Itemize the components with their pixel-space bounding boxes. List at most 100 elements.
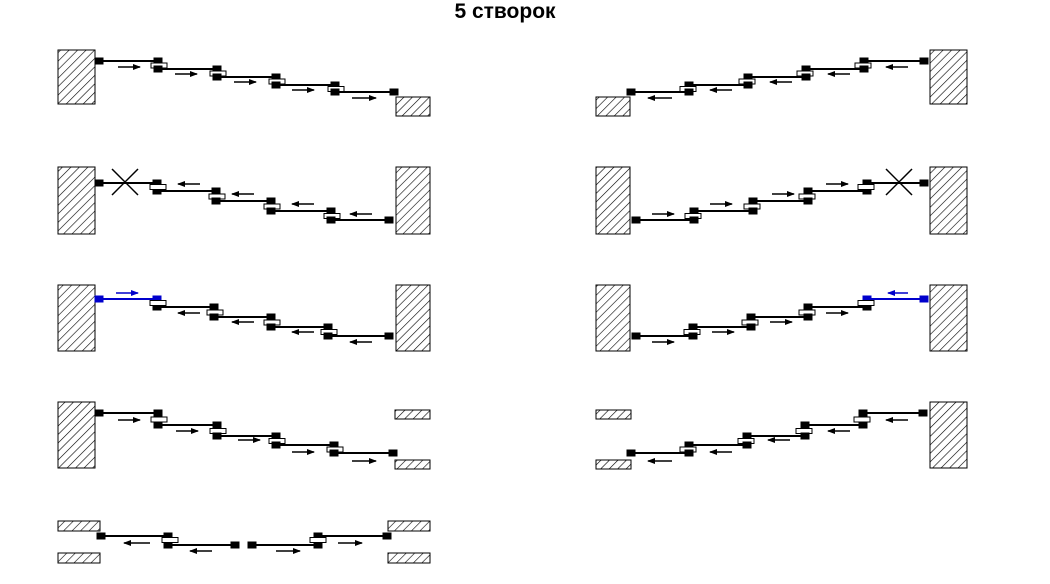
pivot-block [746,323,756,331]
pivot-block [152,187,162,195]
pivot-block [389,88,399,96]
pivot-block [266,197,276,205]
pivot-block [743,81,753,89]
wall [57,520,101,532]
pivot-block [266,313,276,321]
pivot-block [862,187,872,195]
pivot-block [152,303,162,311]
pivot-block [626,449,636,457]
scheme-4 [595,166,968,235]
pivot-block [631,332,641,340]
pivot-block [153,409,163,417]
pivot-block [152,295,162,303]
pivot-block [684,449,694,457]
wall [595,96,631,117]
scheme-1 [57,49,431,117]
pivot-block [212,73,222,81]
pivot-block [153,421,163,429]
pivot-block [313,541,323,549]
pivot-block [326,216,336,224]
wall [57,552,101,564]
pivot-block [800,432,810,440]
hinge-plate [857,184,875,190]
pivot-block [748,197,758,205]
wall [57,284,96,352]
pivot-block [382,532,392,540]
hinge-plate [150,416,168,423]
scheme-8 [595,401,968,470]
scheme-7 [57,401,431,470]
pivot-block [211,187,221,195]
pivot-block [323,323,333,331]
pivot-block [94,179,104,187]
wall [395,166,431,235]
fixed-cross [885,168,913,196]
wall [394,409,431,420]
page-title: 5 створок [454,0,556,23]
wall [929,284,968,352]
pivot-block [689,216,699,224]
pivot-block [919,179,929,187]
pivot-block [266,207,276,215]
scheme-2 [595,49,968,117]
pivot-block [862,295,872,303]
pivot-block [684,88,694,96]
wall [387,520,431,532]
pivot-block [918,409,928,417]
pivot-block [94,409,104,417]
pivot-block [688,332,698,340]
pivot-block [862,303,872,311]
wall [57,49,96,105]
pivot-block [230,541,240,549]
pivot-block [153,57,163,65]
pivot-block [212,432,222,440]
pivot-block [271,441,281,449]
pivot-block [803,303,813,311]
hinge-plate [149,300,167,306]
pivot-block [919,57,929,65]
pivot-block [329,449,339,457]
pivot-block [153,65,163,73]
scheme-3 [57,166,431,235]
pivot-block [323,332,333,340]
pivot-block [212,65,222,73]
pivot-block [209,313,219,321]
pivot-block [388,449,398,457]
wall [57,401,96,469]
pivot-block [209,303,219,311]
pivot-block [94,57,104,65]
scheme-9 [57,520,431,564]
pivot-block [742,441,752,449]
pivot-block [801,65,811,73]
pivot-block [384,332,394,340]
pivot-block [858,409,868,417]
pivot-block [800,421,810,429]
pivot-block [271,73,281,81]
pivot-block [330,81,340,89]
pivot-block [329,441,339,449]
pivot-block [152,179,162,187]
pivot-block [271,432,281,440]
pivot-block [626,88,636,96]
wall [595,166,631,235]
pivot-block [384,216,394,224]
pivot-block [631,216,641,224]
wall [387,552,431,564]
wall [395,284,431,352]
pivot-block [748,207,758,215]
wall [595,284,631,352]
hinge-plate [149,184,167,190]
pivot-block [212,421,222,429]
pivot-block [266,323,276,331]
wall [929,49,968,105]
scheme-6 [595,284,968,352]
pivot-block [326,207,336,215]
pivot-block [746,313,756,321]
pivot-block [96,532,106,540]
wall [395,96,431,117]
pivot-block [743,73,753,81]
pivot-block [689,207,699,215]
wall [929,401,968,469]
pivot-block [688,323,698,331]
